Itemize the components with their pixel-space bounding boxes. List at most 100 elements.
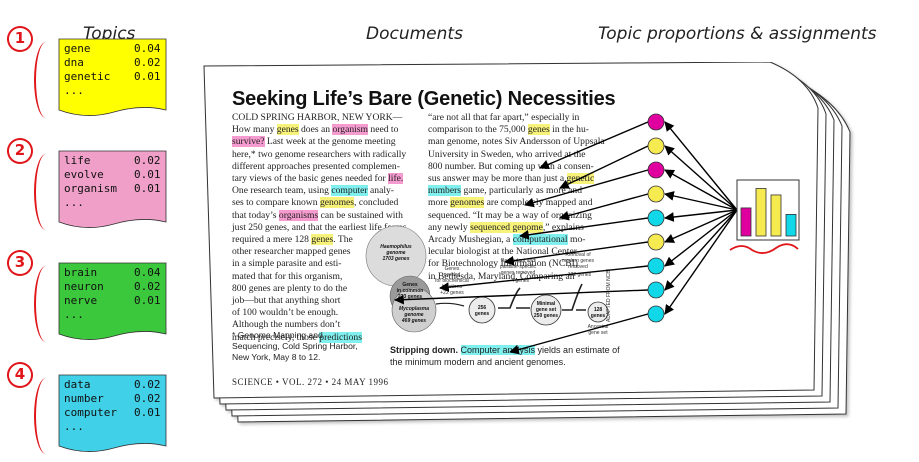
article-text: of 100 wouldn’t be enough. <box>232 307 339 319</box>
topic-word: nerve <box>64 294 98 307</box>
article-line: ses to compare known genomes, concluded <box>232 197 430 209</box>
article-line: just 250 genes, and that the earliest li… <box>232 222 430 234</box>
topic-word-row: nerve 0.01 <box>64 294 161 308</box>
assignment-arrow <box>504 241 649 266</box>
assignment-arrow <box>519 217 649 240</box>
article-text: more <box>428 197 451 209</box>
documents-header: Documents <box>366 24 463 44</box>
article-line: in a simple parasite and esti- <box>232 258 430 270</box>
histogram-bar-2 <box>755 188 767 237</box>
highlighted-word: predictions <box>319 331 362 343</box>
histogram-bar-1 <box>740 207 752 237</box>
topic-probability: 0.01 <box>134 168 161 181</box>
assignment-circle <box>647 113 665 131</box>
article-line: sequenced. “It may be a way of organizin… <box>428 210 628 222</box>
article-line: more genomes are completely mapped and <box>428 197 628 209</box>
assignment-arrow <box>559 193 649 221</box>
assignment-circle <box>647 257 665 275</box>
assignment-circle <box>647 281 665 299</box>
article-footnote: * Genome Mapping and Sequencing, Cold Sp… <box>232 330 358 362</box>
topic-word: evolve <box>64 168 104 181</box>
highlighted-word: sequenced genome <box>470 221 543 233</box>
proportion-arrow <box>664 169 738 211</box>
article-text: One research team, using <box>232 185 332 197</box>
topic-more: ... <box>64 196 84 209</box>
topic-card-shape <box>58 262 167 340</box>
highlighted-word: organism <box>332 124 368 136</box>
article-text: ,” explains <box>542 221 584 233</box>
topic-word: computer <box>64 406 117 419</box>
topic-number-1: 1 <box>10 28 30 48</box>
highlighted-word: genes <box>276 124 299 136</box>
topic-card-shape <box>58 38 167 116</box>
article-text: any newly <box>428 221 471 233</box>
topic-number-2: 2 <box>10 140 30 160</box>
topic-brace-3 <box>34 266 58 342</box>
article-text: University in Sweden, who arrived at the <box>428 148 586 160</box>
article-line: How many genes does an organism need to <box>232 124 430 136</box>
ancient-arrow <box>562 283 586 311</box>
article-line: that today’s organisms can be sustained … <box>232 209 430 222</box>
article-text: can be sustained with <box>318 209 403 221</box>
proportions-header: Topic proportions & assignments <box>598 24 877 44</box>
article-line: lecular biologist at the National Center <box>428 246 628 258</box>
article-line: different approaches presented complemen… <box>232 161 430 173</box>
highlighted-word: life. <box>388 173 404 185</box>
topic-word-row: evolve 0.01 <box>64 168 161 182</box>
topic-brace-4 <box>34 378 58 454</box>
assignment-arrow <box>394 289 649 305</box>
article-line: Although the numbers don’t <box>232 319 430 331</box>
topic-word-row: gene 0.04 <box>64 42 161 56</box>
proportion-arrow <box>664 209 738 315</box>
article-text: need to <box>368 124 399 136</box>
topic-probability: 0.04 <box>134 42 161 55</box>
topic-probability: 0.04 <box>134 266 161 279</box>
proportion-arrow <box>664 191 738 211</box>
figure-caption: Stripping down. Computer analysis yields… <box>390 345 620 368</box>
article-text: just 250 genes, and that the earliest li… <box>232 221 407 233</box>
assignment-arrow <box>539 121 649 170</box>
article-line: COLD SPRING HARBOR, NEW YORK— <box>232 112 430 124</box>
article-text: in a simple parasite and esti- <box>232 258 342 270</box>
assignment-circle <box>647 161 665 179</box>
highlighted-word: genomes <box>319 197 355 209</box>
highlighted-word: computer <box>331 185 368 197</box>
topic-word: neuron <box>64 280 104 293</box>
topic-more: ... <box>64 84 84 97</box>
article-text: required a mere 128 <box>232 234 312 246</box>
topic-word: number <box>64 392 104 405</box>
article-text: game, particularly as more and <box>461 185 582 197</box>
assignment-circle <box>647 185 665 203</box>
article-line: match precisely, those predictions <box>232 331 430 344</box>
article-line: tary views of the basic genes needed for… <box>232 173 430 185</box>
topic-brace-2 <box>34 154 58 230</box>
article-line: here,* two genome researchers with radic… <box>232 149 430 161</box>
highlighted-word: genes <box>311 234 334 246</box>
article-page: Seeking Life’s Bare (Genetic) Necessitie… <box>220 72 620 412</box>
redundant-arrow <box>498 287 530 309</box>
topic-word: gene <box>64 42 91 55</box>
assignment-circle <box>647 233 665 251</box>
article-text: Arcady Mushegian, a <box>428 234 513 246</box>
article-line: other researcher mapped genes <box>232 246 430 258</box>
article-text: in the hu- <box>549 124 589 136</box>
proportion-arrow <box>664 209 738 222</box>
topic-number-3: 3 <box>10 252 30 272</box>
article-text: ses to compare known <box>232 197 320 209</box>
topic-probability: 0.01 <box>134 294 161 307</box>
article-text: job—but that anything short <box>232 295 341 307</box>
